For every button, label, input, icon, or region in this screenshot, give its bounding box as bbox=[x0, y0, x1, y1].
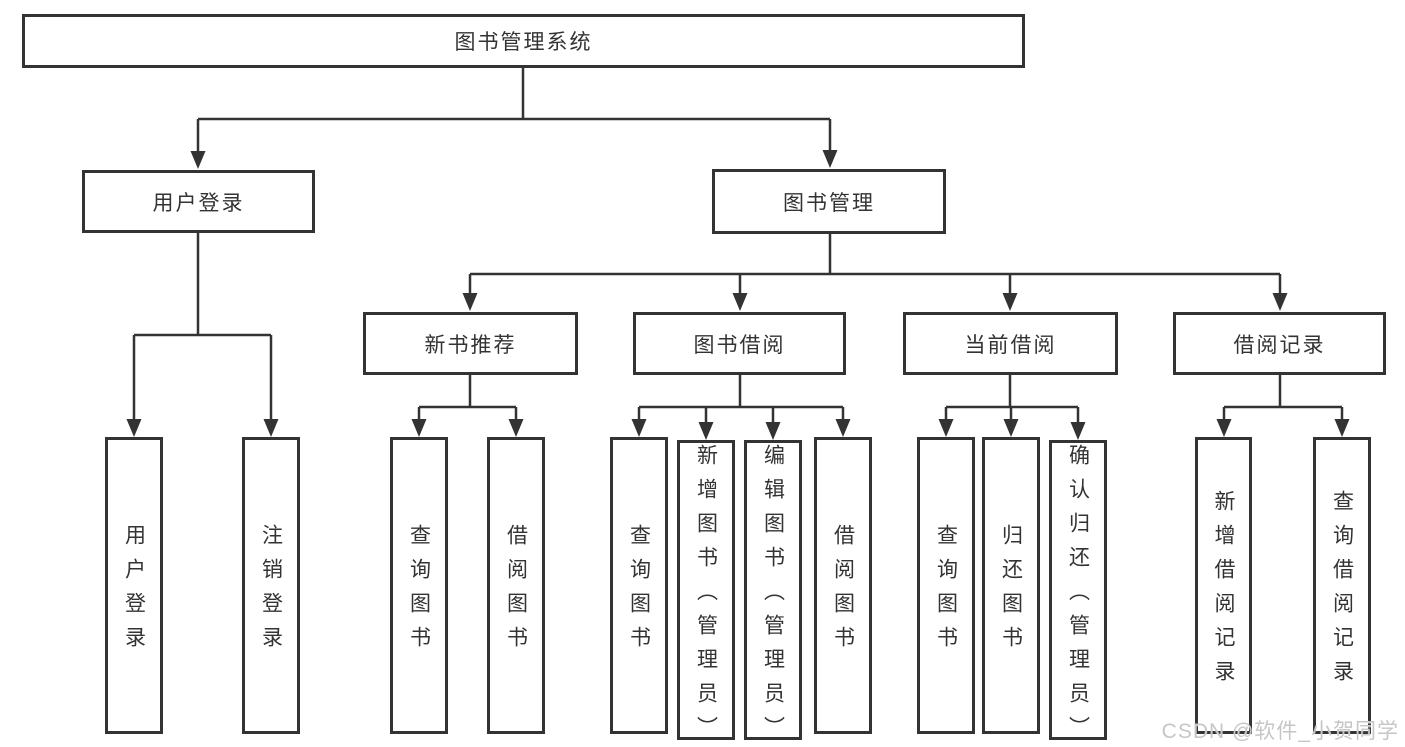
arrowhead-icon bbox=[126, 419, 142, 437]
arrowhead-icon bbox=[263, 419, 279, 437]
node-label: 当前借阅 bbox=[964, 333, 1057, 357]
leaf-label: 确认归还（管理员） bbox=[1066, 443, 1090, 747]
leaf-label: 新增借阅记录 bbox=[1212, 490, 1235, 694]
leaf-confirm-return-admin: 确认归还（管理员） bbox=[1049, 440, 1107, 747]
connector-lines bbox=[132, 68, 1344, 424]
leaf-borrowing-borrow: 借阅图书 bbox=[814, 437, 872, 734]
node-label: 用户登录 bbox=[152, 191, 245, 215]
node-user-login: 用户登录 bbox=[82, 170, 315, 233]
csdn-watermark: CSDN @软件_小贺同学 bbox=[1161, 720, 1399, 743]
node-current-borrowing: 当前借阅 bbox=[903, 312, 1118, 375]
arrowhead-icon bbox=[1216, 419, 1232, 437]
arrowhead-icon bbox=[835, 419, 851, 437]
arrowhead-icon bbox=[1272, 293, 1288, 311]
leaf-borrowing-query: 查询图书 bbox=[610, 437, 668, 734]
node-label: 图书管理系统 bbox=[454, 31, 593, 54]
node-new-book-recommend: 新书推荐 bbox=[363, 312, 578, 375]
node-book-management: 图书管理 bbox=[712, 169, 946, 234]
node-label: 图书借阅 bbox=[693, 333, 786, 357]
leaf-label: 借阅图书 bbox=[831, 524, 855, 660]
arrowhead-icon bbox=[698, 422, 714, 440]
leaf-query-borrow-record: 查询借阅记录 bbox=[1313, 437, 1371, 734]
arrowhead-icon bbox=[462, 293, 478, 311]
arrowhead-icon bbox=[822, 150, 838, 168]
leaf-return-book: 归还图书 bbox=[982, 437, 1040, 734]
leaf-label: 查询图书 bbox=[407, 524, 431, 660]
node-book-borrowing: 图书借阅 bbox=[633, 312, 846, 375]
leaf-edit-book-admin: 编辑图书（管理员） bbox=[744, 440, 802, 747]
leaf-newbook-query: 查询图书 bbox=[390, 437, 448, 734]
arrowhead-icon bbox=[411, 419, 427, 437]
leaf-label: 注销登录 bbox=[259, 524, 283, 660]
arrowhead-icon bbox=[1070, 422, 1086, 440]
arrowhead-icon bbox=[631, 419, 647, 437]
leaf-label: 新增图书（管理员） bbox=[694, 443, 718, 747]
leaf-label: 查询图书 bbox=[934, 524, 958, 660]
leaf-logout: 注销登录 bbox=[242, 437, 300, 734]
arrowhead-icon bbox=[1002, 293, 1018, 311]
leaf-user-login: 用户登录 bbox=[105, 437, 163, 734]
leaf-label: 归还图书 bbox=[999, 524, 1023, 660]
leaf-label: 查询图书 bbox=[627, 524, 651, 660]
leaf-add-book-admin: 新增图书（管理员） bbox=[677, 440, 735, 747]
arrowhead-icon bbox=[1003, 419, 1019, 437]
arrowhead-icon bbox=[732, 293, 748, 311]
arrowheads bbox=[126, 150, 1350, 440]
arrowhead-icon bbox=[938, 419, 954, 437]
leaf-newbook-borrow: 借阅图书 bbox=[487, 437, 545, 734]
leaf-label: 用户登录 bbox=[122, 524, 146, 660]
arrowhead-icon bbox=[508, 419, 524, 437]
node-label: 图书管理 bbox=[783, 191, 875, 215]
node-label: 新书推荐 bbox=[424, 333, 517, 357]
node-label: 借阅记录 bbox=[1233, 333, 1326, 357]
leaf-label: 编辑图书（管理员） bbox=[761, 443, 785, 747]
arrowhead-icon bbox=[765, 422, 781, 440]
leaf-label: 借阅图书 bbox=[504, 524, 528, 660]
arrowhead-icon bbox=[1334, 419, 1350, 437]
leaf-label: 查询借阅记录 bbox=[1330, 490, 1354, 694]
arrowhead-icon bbox=[190, 151, 206, 169]
node-borrow-records: 借阅记录 bbox=[1173, 312, 1386, 375]
node-library-system: 图书管理系统 bbox=[22, 14, 1025, 68]
leaf-current-query: 查询图书 bbox=[917, 437, 975, 734]
leaf-add-borrow-record: 新增借阅记录 bbox=[1195, 437, 1252, 734]
